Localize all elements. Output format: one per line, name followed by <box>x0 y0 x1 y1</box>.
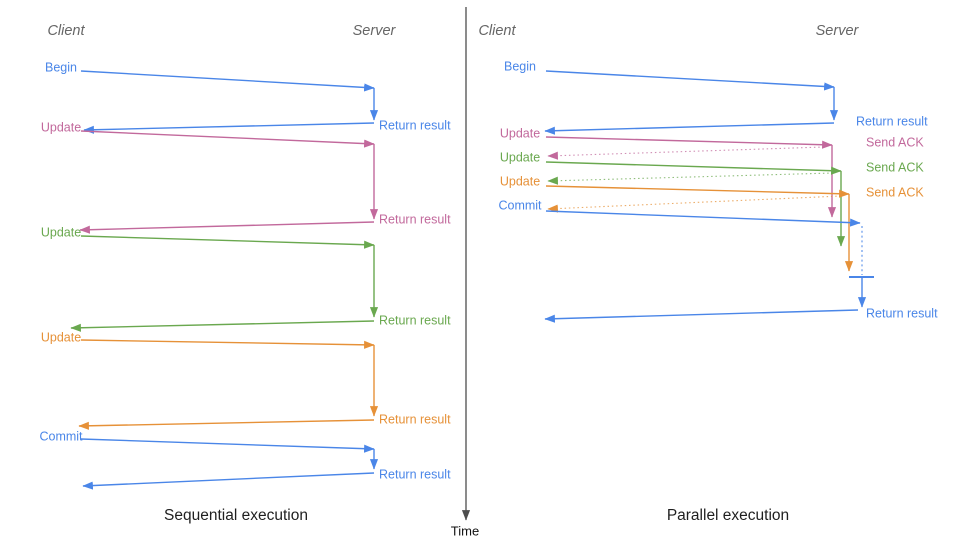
seq-row4-request-arrow <box>80 438 375 453</box>
seq-title: Sequential execution <box>164 507 308 524</box>
seq-row2-response-label: Return result <box>379 313 451 327</box>
par-row4-response-arrow <box>544 309 859 323</box>
seq-row0-response-label: Return result <box>379 118 451 132</box>
seq-row1-response-arrow <box>79 221 375 234</box>
seq-row4-response-arrow <box>82 472 375 490</box>
seq-row1-request-arrow <box>80 130 375 148</box>
seq-row0-message-label: Begin <box>45 60 77 74</box>
seq-server-header: Server <box>353 23 397 39</box>
seq-client-header: Client <box>47 23 85 39</box>
par-row2-ack-dotted-arrow <box>547 172 834 185</box>
par-row3-ack-dotted-arrow <box>547 195 842 213</box>
par-row3-request-arrow <box>545 185 850 198</box>
par-row0-response-label: Return result <box>856 114 928 128</box>
par-row0-message-label: Begin <box>504 59 536 73</box>
par-row3-message-label: Update <box>500 174 540 188</box>
time-axis-label: Time <box>451 523 479 538</box>
seq-row3-message-label: Update <box>41 330 81 344</box>
par-row4-request-arrow <box>545 210 861 227</box>
time-axis: Time <box>451 7 479 538</box>
par-title: Parallel execution <box>667 507 789 524</box>
seq-row4-response-label: Return result <box>379 467 451 481</box>
par-row2-request-arrow <box>545 161 842 175</box>
seq-row1-message-label: Update <box>41 120 81 134</box>
seq-row3-request-arrow <box>80 339 375 349</box>
par-row1-request-arrow <box>545 136 833 149</box>
seq-row2-request-arrow <box>80 235 375 249</box>
seq-row3-response-arrow <box>78 419 375 430</box>
par-row4-response-label: Return result <box>866 306 938 320</box>
seq-row2-response-arrow <box>70 320 375 332</box>
par-row1-message-label: Update <box>500 126 540 140</box>
par-row2-message-label: Update <box>500 150 540 164</box>
par-row1-ack-dotted-arrow <box>547 146 825 160</box>
par-row0-request-arrow <box>545 70 835 91</box>
par-row4-message-label: Commit <box>498 198 542 212</box>
par-client-header: Client <box>478 23 516 39</box>
par-server-header: Server <box>816 23 860 39</box>
seq-row4-message-label: Commit <box>39 429 83 443</box>
seq-row1-response-label: Return result <box>379 212 451 226</box>
par-row0-response-arrow <box>544 122 835 135</box>
seq-row0-response-arrow <box>83 122 375 134</box>
seq-row0-request-arrow <box>80 70 375 92</box>
par-row1-response-label: Send ACK <box>866 135 924 149</box>
seq-row2-message-label: Update <box>41 225 81 239</box>
par-row2-response-label: Send ACK <box>866 160 924 174</box>
seq-row3-response-label: Return result <box>379 412 451 426</box>
par-row3-response-label: Send ACK <box>866 185 924 199</box>
